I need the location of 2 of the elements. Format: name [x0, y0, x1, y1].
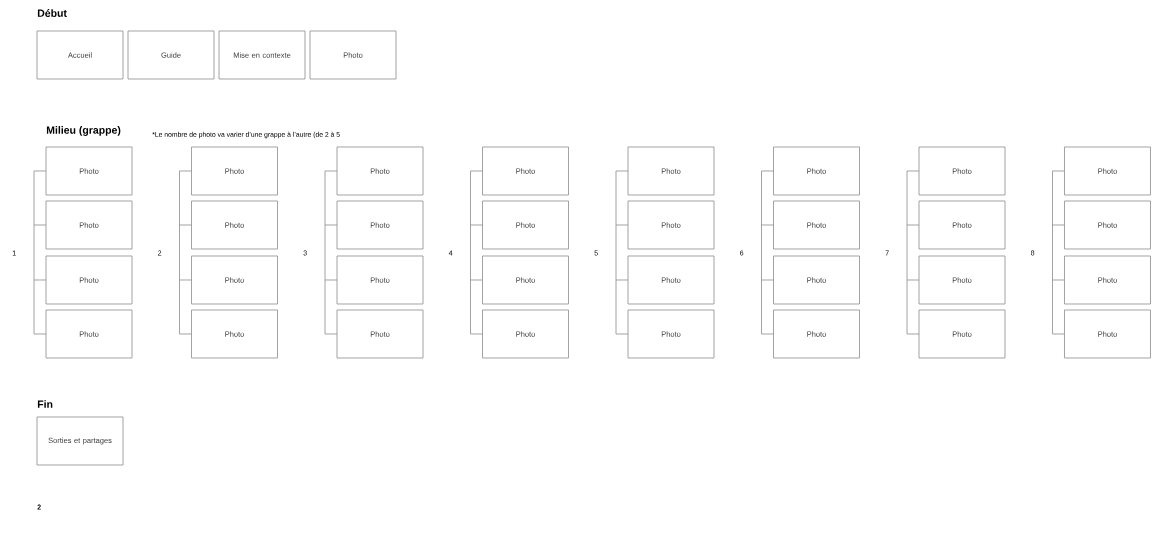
section-heading: Milieu (grappe)	[46, 126, 121, 136]
section-heading: Début	[37, 9, 67, 17]
